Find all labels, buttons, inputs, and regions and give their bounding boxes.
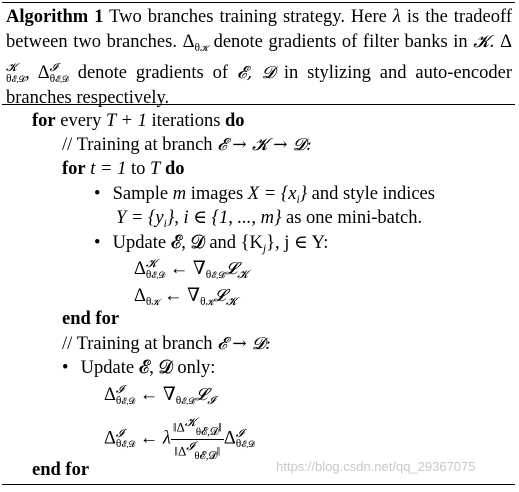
comment-branch-1: // Training at branch 𝓔 → 𝓚 → 𝓓:	[62, 134, 312, 156]
lambda-symbol: λ	[392, 7, 401, 27]
end-for-outer: end for	[32, 460, 90, 480]
bullet-3: •	[62, 358, 69, 378]
iterations-text: iterations	[151, 111, 221, 131]
update-line-1: • Update 𝓔, 𝓓 and {Kj}, j ∈ Y:	[94, 232, 328, 260]
to-keyword: to	[131, 159, 146, 179]
sample-text-b: images	[190, 184, 244, 204]
branch-path-1: 𝓔 → 𝓚 → 𝓓:	[217, 135, 312, 155]
caption-text-3: denote gradients of filter banks in	[213, 31, 468, 52]
bottom-rule	[2, 484, 515, 485]
caption-text-2: is the tradeoff between two branches.	[6, 7, 512, 52]
norm-ratio: ‖Δ𝓚θ𝓔,𝓓‖‖Δ𝓘θ𝓔,𝓓‖	[170, 415, 224, 462]
comment-text-2: // Training at branch	[62, 334, 213, 354]
comment-text-1: // Training at branch	[62, 135, 213, 155]
x-set: X = {xi}	[247, 184, 308, 206]
watermark: https://blog.csdn.net/qq_29367075	[276, 459, 476, 474]
caption-text-5: in stylizing and auto-encoder branches r…	[6, 63, 512, 108]
gradient-theta-k-eq: Δθ𝓚 ← ∇θ𝓚𝓛𝓚	[134, 286, 237, 308]
y-set: Y = {yi}	[116, 208, 175, 230]
sample-line-1: • Sample m images X = {xi} and style ind…	[94, 183, 435, 211]
caption-text-4: denote gradients of	[77, 63, 229, 83]
bullet-1: •	[94, 184, 101, 204]
inner-for-keyword: for	[62, 159, 86, 179]
branch-path-2: 𝓔 → 𝓓:	[217, 334, 271, 354]
end-for-inner: end for	[62, 309, 120, 329]
update-only-text: Update 𝓔, 𝓓 only:	[80, 358, 216, 378]
caption-rule	[2, 104, 515, 105]
t-plus-one: T + 1	[105, 111, 147, 131]
for-keyword: for	[32, 111, 56, 131]
comment-branch-2: // Training at branch 𝓔 → 𝓓:	[62, 333, 271, 355]
m-symbol: m	[172, 184, 187, 204]
bullet-2: •	[94, 233, 101, 253]
algorithm-label: Algorithm 1	[6, 7, 104, 27]
inner-do-keyword: do	[164, 159, 185, 179]
k-symbol: 𝓚.	[473, 31, 495, 52]
top-rule	[2, 2, 515, 3]
index-range: , i ∈ {1, ..., m}	[174, 208, 282, 228]
minibatch-text: as one mini-batch.	[285, 208, 423, 228]
sample-line-2: Y = {yi}, i ∈ {1, ..., m} as one mini-ba…	[116, 207, 422, 235]
algorithm-caption: Algorithm 1 Two branches training strate…	[6, 5, 512, 110]
t-upper: T	[150, 159, 161, 179]
do-keyword: do	[225, 111, 245, 131]
caption-text-1: Two branches training strategy. Here	[109, 7, 387, 27]
e-d-symbols: 𝓔, 𝓓	[237, 63, 275, 83]
every-text: every	[60, 111, 102, 131]
outer-for-line: for every T + 1 iterations do	[32, 110, 245, 132]
update-line-2: • Update 𝓔, 𝓓 only:	[62, 357, 215, 379]
delta-theta-k: Δθ𝓚	[182, 31, 208, 54]
t-range: t = 1	[90, 159, 127, 179]
sample-text-c: and style indices	[311, 184, 435, 204]
inner-for-line: for t = 1 to T do	[62, 158, 184, 180]
update-text: Update 𝓔, 𝓓 and {Kj}, j ∈ Y:	[112, 233, 329, 255]
sample-text-a: Sample	[112, 184, 169, 204]
